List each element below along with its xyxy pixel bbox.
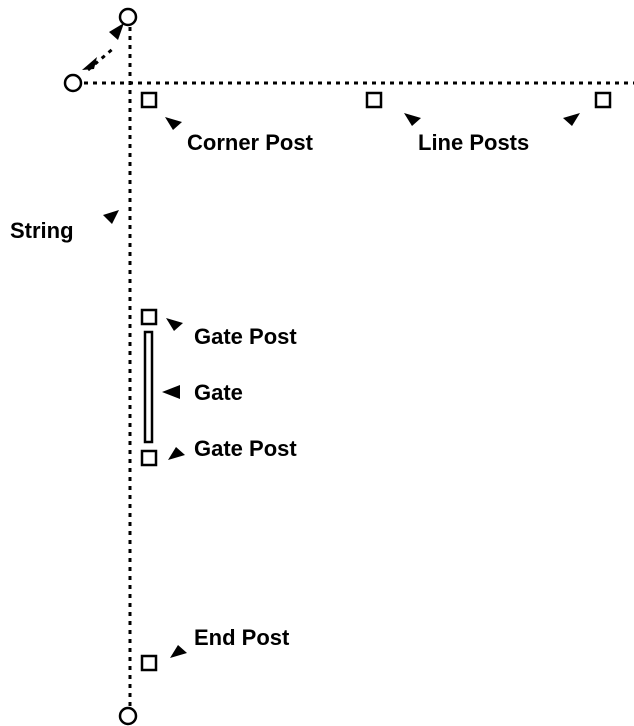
label-line-posts: Line Posts — [418, 130, 529, 155]
gate — [143, 330, 154, 444]
gate-post-top — [140, 308, 158, 326]
arrow-gate — [162, 385, 180, 399]
gate-post-bottom — [140, 449, 158, 467]
label-string: String — [10, 218, 74, 243]
arrow-diagonal-lower — [82, 57, 97, 70]
arrow-diagonal-upper — [109, 23, 124, 40]
arrow-end-post — [170, 645, 187, 658]
arrow-line-post-1 — [404, 113, 421, 126]
end-post — [140, 654, 158, 672]
arrow-gate-post-top — [166, 318, 183, 331]
arrow-string — [103, 210, 119, 224]
label-gate-post-top: Gate Post — [194, 324, 297, 349]
label-gate-post-bottom: Gate Post — [194, 436, 297, 461]
label-gate: Gate — [194, 380, 243, 405]
line-post-1 — [365, 91, 383, 109]
label-corner-post: Corner Post — [187, 130, 314, 155]
stake-left — [63, 73, 83, 93]
stake-top — [118, 7, 138, 27]
arrow-line-post-2 — [563, 113, 580, 126]
stake-bottom — [118, 706, 138, 726]
label-end-post: End Post — [194, 625, 290, 650]
arrow-corner-post — [165, 117, 182, 130]
arrow-gate-post-bottom — [168, 447, 185, 460]
string-line-diagonal — [87, 45, 116, 72]
corner-post — [140, 91, 158, 109]
line-post-2 — [594, 91, 612, 109]
